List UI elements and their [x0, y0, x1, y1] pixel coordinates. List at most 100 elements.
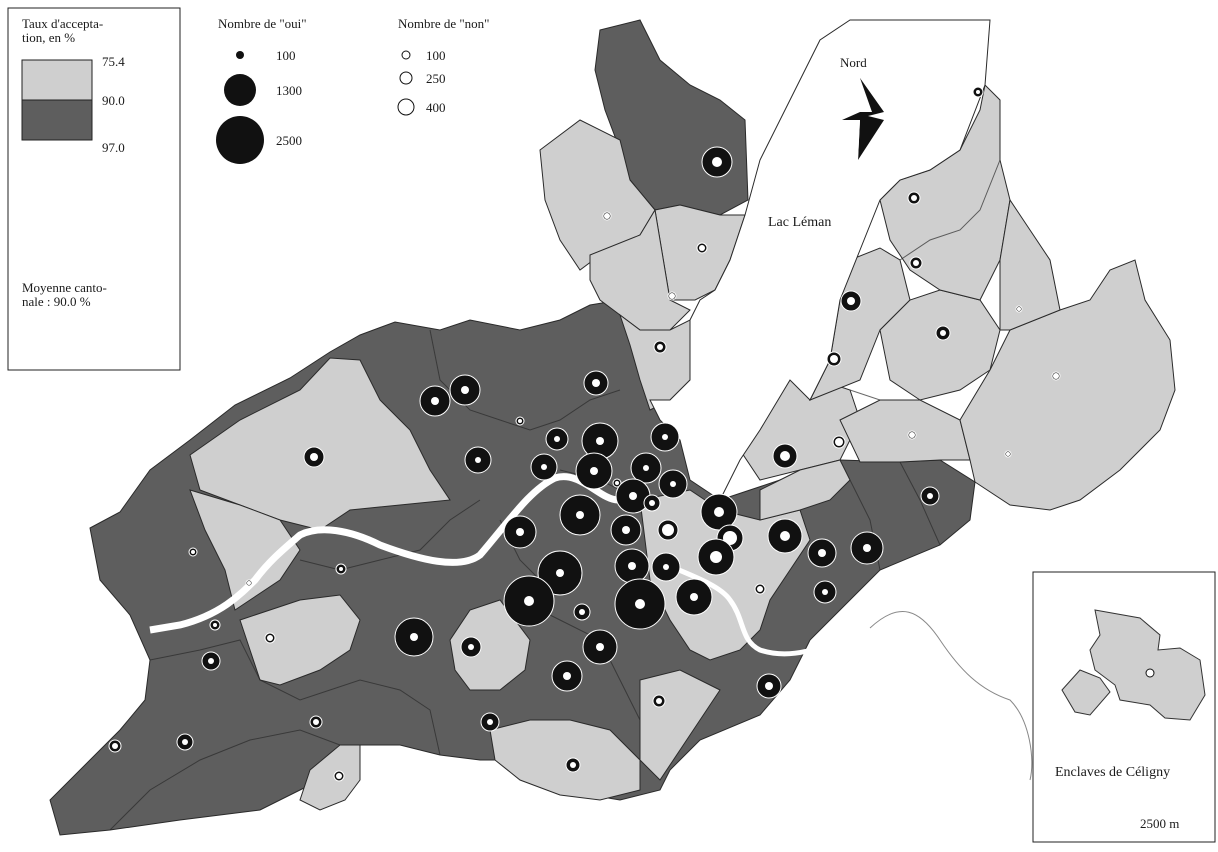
no-circle [475, 457, 481, 463]
no-circle [835, 438, 843, 446]
vote-symbol [756, 673, 782, 699]
commune-border-line [149, 639, 441, 756]
no-circle [927, 493, 933, 499]
inset-panel: Enclaves de Céligny 2500 m [1032, 571, 1216, 843]
commune-border-line [429, 329, 621, 431]
vote-symbol [419, 385, 451, 417]
lake-leman [649, 19, 991, 501]
no-circle [830, 355, 838, 363]
vote-symbol [1051, 371, 1061, 381]
no-circle [635, 599, 645, 609]
no-circle [822, 589, 828, 595]
no-circle [182, 739, 188, 745]
legend-yes-symbol-100 [236, 51, 244, 59]
legend-swatch-low [21, 59, 93, 101]
inset-enclave-small [1061, 669, 1111, 716]
vote-symbol [697, 538, 735, 576]
vote-symbol [176, 733, 194, 751]
no-circle [191, 550, 195, 554]
vote-symbol [832, 435, 846, 449]
vote-symbol [602, 211, 612, 221]
no-circle [576, 511, 584, 519]
legend-break-2: 90.0 [102, 93, 125, 108]
legend-rate-title-line2: tion, en % [22, 30, 75, 45]
arve-river-outside [869, 610, 1033, 781]
no-circle [656, 698, 662, 704]
vote-symbol [920, 486, 940, 506]
vote-symbol [464, 446, 492, 474]
commune-southwest-light-2 [299, 744, 361, 811]
legend-yes-title: Nombre de "oui" [218, 16, 307, 31]
no-circle [818, 549, 826, 557]
no-circle [662, 524, 674, 536]
legend-no-value-250: 250 [426, 71, 446, 86]
vote-symbol [1015, 305, 1023, 313]
communes-layer [49, 19, 1176, 836]
vote-symbol [907, 430, 917, 440]
vote-symbol [245, 579, 253, 587]
no-circle [976, 90, 980, 94]
commune-border-line [849, 389, 881, 401]
legend-rate-title-line1: Taux d'accepta- [22, 16, 103, 31]
vote-symbol [675, 578, 713, 616]
no-circle [487, 719, 493, 725]
vote-symbol [551, 660, 583, 692]
no-circle [313, 719, 319, 725]
no-circle [690, 593, 698, 601]
vote-symbol [772, 443, 798, 469]
no-circle [628, 562, 636, 570]
vote-symbol [658, 469, 688, 499]
rhone-river [149, 473, 619, 634]
no-circle [556, 569, 564, 577]
legend-no-symbol-400 [397, 98, 415, 116]
vote-symbol [826, 351, 842, 367]
vote-symbol [108, 739, 122, 753]
no-circle [909, 432, 915, 438]
vote-symbol [460, 636, 482, 658]
legend-no-value-100: 100 [426, 48, 446, 63]
vote-symbol [700, 493, 738, 531]
vote-symbol [188, 547, 198, 557]
no-circle [461, 386, 469, 394]
vote-symbol [335, 563, 347, 575]
vote-symbol [264, 632, 276, 644]
vote-symbol [530, 453, 558, 481]
commune-border-line [899, 461, 941, 546]
vote-symbol [449, 374, 481, 406]
no-circle [1006, 452, 1010, 456]
no-circle [590, 467, 598, 475]
inset-scale: 2500 m [1140, 816, 1179, 831]
vote-symbol [573, 603, 591, 621]
no-circle [524, 596, 534, 606]
no-circle [596, 437, 604, 445]
no-circle [765, 682, 773, 690]
no-circle [712, 157, 722, 167]
legend-break-1: 75.4 [102, 54, 125, 69]
no-circle [267, 635, 273, 641]
no-circle [431, 397, 439, 405]
no-circle [596, 643, 604, 651]
commune-east-light-3 [879, 289, 1001, 401]
vote-symbol [630, 452, 662, 484]
no-circle [657, 344, 663, 350]
vote-symbol [583, 370, 609, 396]
vote-symbol [480, 712, 500, 732]
legend-break-3: 97.0 [102, 140, 125, 155]
vote-symbol [652, 694, 666, 708]
vote-symbol [503, 575, 555, 627]
no-circle [579, 609, 585, 615]
vote-symbol [696, 242, 708, 254]
vote-symbol [850, 531, 884, 565]
legend-yes-value-100: 100 [276, 48, 296, 63]
vote-symbol [754, 583, 766, 595]
commune-east-light-6 [999, 198, 1061, 331]
legend-yes-symbol-1300 [224, 74, 256, 106]
vote-symbol [503, 515, 537, 549]
no-circle [911, 195, 917, 201]
no-circle [940, 330, 946, 336]
no-circle [112, 743, 118, 749]
vote-symbol [612, 478, 622, 488]
no-circle [780, 531, 790, 541]
vote-symbol [909, 256, 923, 270]
